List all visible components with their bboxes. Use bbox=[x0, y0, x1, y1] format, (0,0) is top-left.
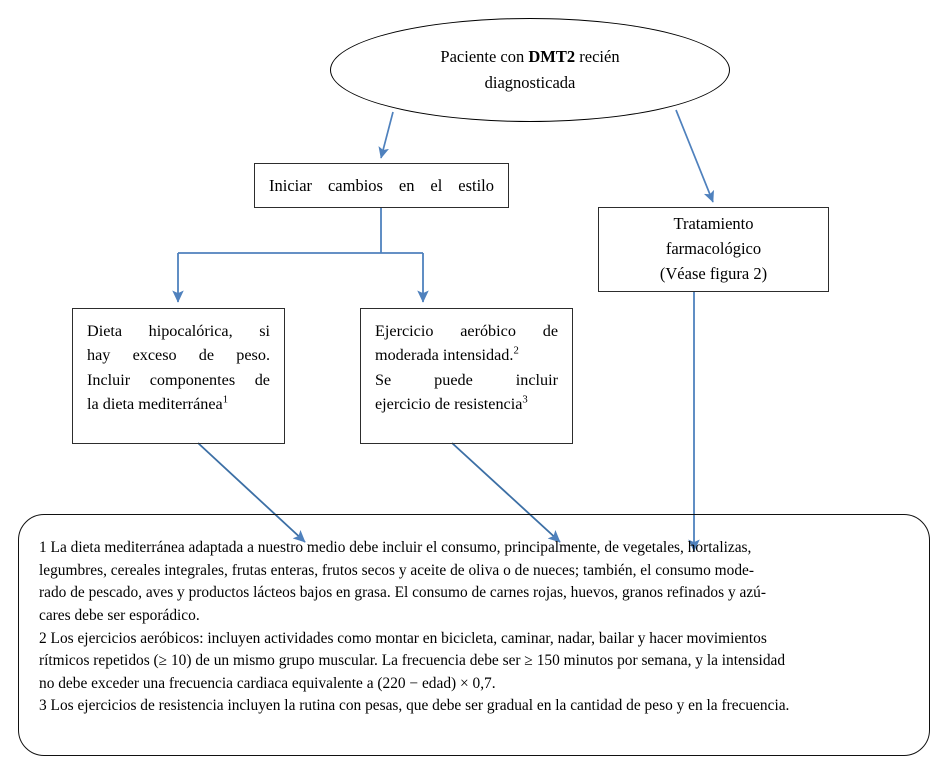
node-exercise-line2: moderada intensidad.2 bbox=[375, 344, 519, 365]
footnote-3: 3 Los ejercicios de resistencia incluyen… bbox=[39, 695, 911, 718]
node-exercise-footnote-ref-3: 3 bbox=[522, 393, 528, 406]
node-aerobic-exercise[interactable]: Ejercicio aeróbico de moderada intensida… bbox=[360, 308, 573, 444]
node-root-patient[interactable]: Paciente con DMT2 recién diagnosticada bbox=[330, 18, 730, 122]
footnotes-panel: 1 La dieta mediterránea adaptada a nuest… bbox=[18, 514, 930, 756]
footnote-1-line-3: rado de pescado, aves y productos lácteo… bbox=[39, 584, 766, 602]
node-pharmacological-treatment[interactable]: Tratamiento farmacológico (Véase figura … bbox=[598, 207, 829, 292]
node-pharma-line1: Tratamiento bbox=[673, 214, 754, 234]
footnote-1: 1 La dieta mediterránea adaptada a nuest… bbox=[39, 537, 911, 628]
footnote-1-line-1: 1 La dieta mediterránea adaptada a nuest… bbox=[39, 539, 752, 556]
footnote-1-line-4: cares debe ser esporádico. bbox=[39, 606, 200, 624]
footnote-3-line-1: 3 Los ejercicios de resistencia incluyen… bbox=[39, 697, 790, 715]
footnote-2-line-3: no debe exceder una frecuencia cardiaca … bbox=[39, 674, 496, 692]
node-lifestyle-label: Iniciar cambios en el estilo bbox=[269, 175, 494, 195]
node-hypocaloric-diet[interactable]: Dieta hipocalórica, si hay exceso de pes… bbox=[72, 308, 285, 444]
footnote-1-line-2: legumbres, cereales integrales, frutas e… bbox=[39, 561, 754, 579]
edge-root-to-lifestyle bbox=[378, 111, 394, 159]
node-diet-footnote-ref: 1 bbox=[222, 393, 229, 406]
node-root-line2: diagnosticada bbox=[484, 73, 576, 92]
node-root-line1: Paciente con DMT2 recién bbox=[440, 47, 620, 67]
node-pharma-line3: (Véase figura 2) bbox=[659, 263, 768, 283]
footnote-2-line-1: 2 Los ejercicios aeróbicos: incluyen act… bbox=[39, 629, 767, 647]
node-lifestyle-changes[interactable]: Iniciar cambios en el estilo bbox=[254, 163, 509, 208]
node-exercise-line1: Ejercicio aeróbico de bbox=[375, 322, 558, 340]
node-pharma-line2: farmacológico bbox=[665, 239, 762, 259]
node-exercise-footnote-ref-2: 2 bbox=[513, 344, 519, 357]
edge-root-to-pharma bbox=[675, 109, 714, 203]
node-diet-line1: Dieta hipocalórica, si bbox=[87, 322, 270, 340]
node-root-dmt2-bold: DMT2 bbox=[528, 47, 576, 67]
node-diet-line3: Incluir componentes de bbox=[87, 370, 270, 389]
footnote-2: 2 Los ejercicios aeróbicos: incluyen act… bbox=[39, 628, 911, 696]
node-diet-line4: la dieta mediterránea1 bbox=[87, 393, 229, 413]
node-exercise-line4: ejercicio de resistencia3 bbox=[375, 393, 528, 413]
footnote-2-line-2: rítmicos repetidos (≥ 10) de un mismo gr… bbox=[39, 652, 786, 670]
node-exercise-line3: Se puede incluir bbox=[375, 370, 558, 389]
node-diet-line2: hay exceso de peso. bbox=[87, 346, 270, 365]
